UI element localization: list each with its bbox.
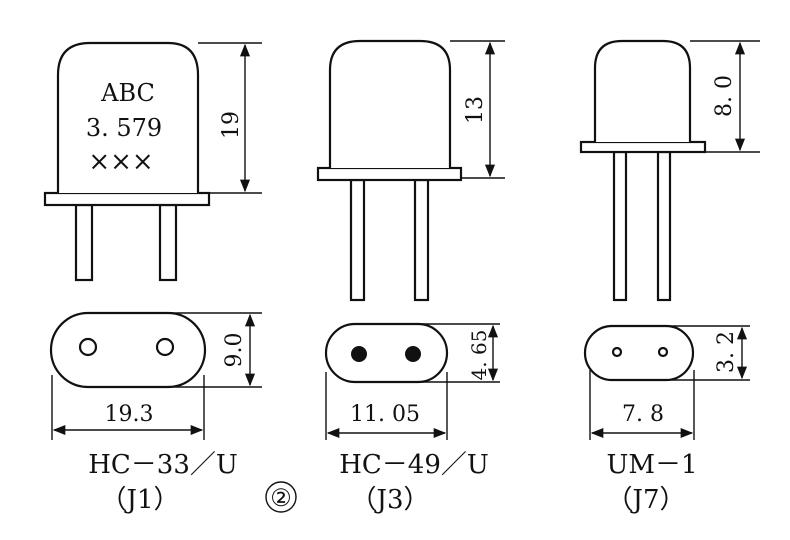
dim-base-height-label: 3. 2: [714, 331, 739, 373]
dim-base-height-label: 4. 65: [467, 330, 491, 381]
figure-number: ②: [265, 481, 297, 513]
package-hc33: ABC 3. 579 ××× 19 9.0 19.3 HC－33／U （J1）: [43, 41, 262, 515]
figure-number-label: ②: [270, 484, 292, 512]
package-hc49: 13 4. 65 11. 05 HC－49／U （J3）: [316, 39, 505, 515]
dim-base-width-label: 11. 05: [350, 402, 420, 427]
pin-left: [349, 178, 366, 302]
dim-height-label: 13: [463, 96, 488, 124]
crystal-can: [593, 39, 692, 142]
pin-hole-right: [405, 346, 421, 362]
crystal-can: [56, 41, 200, 193]
pin-right: [656, 150, 672, 302]
dim-base-height-label: 9.0: [222, 333, 247, 368]
pin-left: [612, 150, 628, 302]
marking-line-3: ×××: [88, 147, 153, 177]
pin-hole-left: [611, 346, 623, 358]
base-outline: [324, 322, 449, 384]
caption-code: （J7）: [607, 485, 686, 515]
flange: [579, 140, 707, 154]
caption-model: HC－49／U: [339, 450, 489, 480]
figure-number-circle: [265, 481, 297, 513]
dim-base-width-label: 19.3: [105, 402, 154, 427]
marking-line-2: 3. 579: [86, 114, 162, 142]
flange: [43, 191, 211, 207]
pin-hole-left: [351, 346, 367, 362]
dim-base-width-label: 7. 8: [622, 402, 664, 427]
marking-line-1: ABC: [100, 79, 155, 107]
pin-hole-left: [78, 337, 98, 357]
caption-model: UM－1: [606, 450, 697, 480]
pin-hole-right: [155, 337, 175, 357]
flange: [316, 166, 463, 182]
package-um1: 8. 0 3. 2 7. 8 UM－1 （J7）: [579, 39, 760, 515]
base-outline: [583, 324, 695, 382]
pin-left: [74, 203, 94, 282]
dim-height-label: 8. 0: [712, 75, 737, 117]
base-outline: [49, 311, 207, 389]
pin-right: [413, 178, 430, 302]
caption-code: （J1）: [101, 485, 180, 515]
pin-right: [158, 203, 178, 282]
caption-model: HC－33／U: [88, 450, 238, 480]
dim-height-label: 19: [219, 111, 244, 139]
pin-hole-right: [657, 346, 669, 358]
crystal-can: [328, 39, 452, 168]
caption-code: （J3）: [351, 485, 430, 515]
